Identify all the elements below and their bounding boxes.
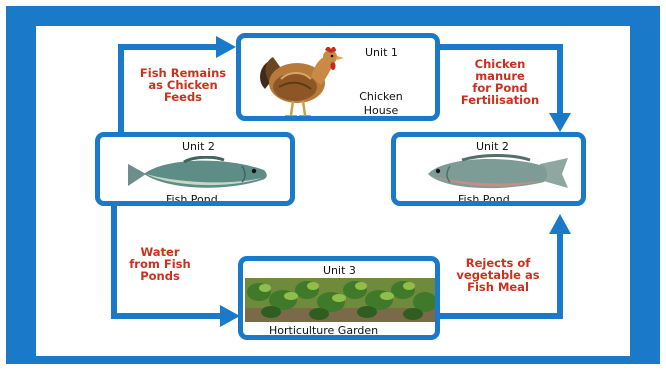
unit-label: Unit 2 [476, 140, 509, 153]
fish-pond-left-node: Unit 2 Fish Pond [95, 132, 295, 206]
vegetable-garden-icon [245, 278, 435, 322]
flow-label-fish-remains: Fish Remains as Chicken Feeds [133, 67, 233, 103]
fish-icon [422, 154, 572, 192]
unit-label: Unit 1 [365, 46, 398, 59]
chicken-house-node: Unit 1 Chicken House [236, 33, 440, 121]
arrowhead-to-right-pond [549, 113, 571, 132]
node-name-fish-pond-left: Fish Pond [166, 193, 218, 206]
node-name-horticulture-garden: Horticulture Garden [269, 324, 378, 337]
node-name-fish-pond-right: Fish Pond [458, 193, 510, 206]
flow-label-water-from-fish: Water from Fish Ponds [124, 246, 196, 282]
fish-pond-right-node: Unit 2 Fish Pond [391, 132, 586, 206]
unit-label: Unit 3 [323, 264, 356, 277]
fish-icon [124, 156, 274, 192]
horticulture-garden-node: Unit 3 Horticulture [238, 256, 440, 340]
node-name-chicken-house: Chicken House [348, 90, 414, 118]
arrowhead-up-to-right-pond [549, 214, 571, 234]
chicken-icon [251, 41, 351, 119]
flow-label-rejects-vegetable: Rejects of vegetable as Fish Meal [444, 257, 552, 293]
arrowhead-to-garden [220, 305, 240, 327]
unit-label: Unit 2 [182, 140, 215, 153]
flow-label-chicken-manure: Chicken manure for Pond Fertilisation [452, 58, 548, 106]
arrowhead-to-chicken [216, 36, 236, 58]
